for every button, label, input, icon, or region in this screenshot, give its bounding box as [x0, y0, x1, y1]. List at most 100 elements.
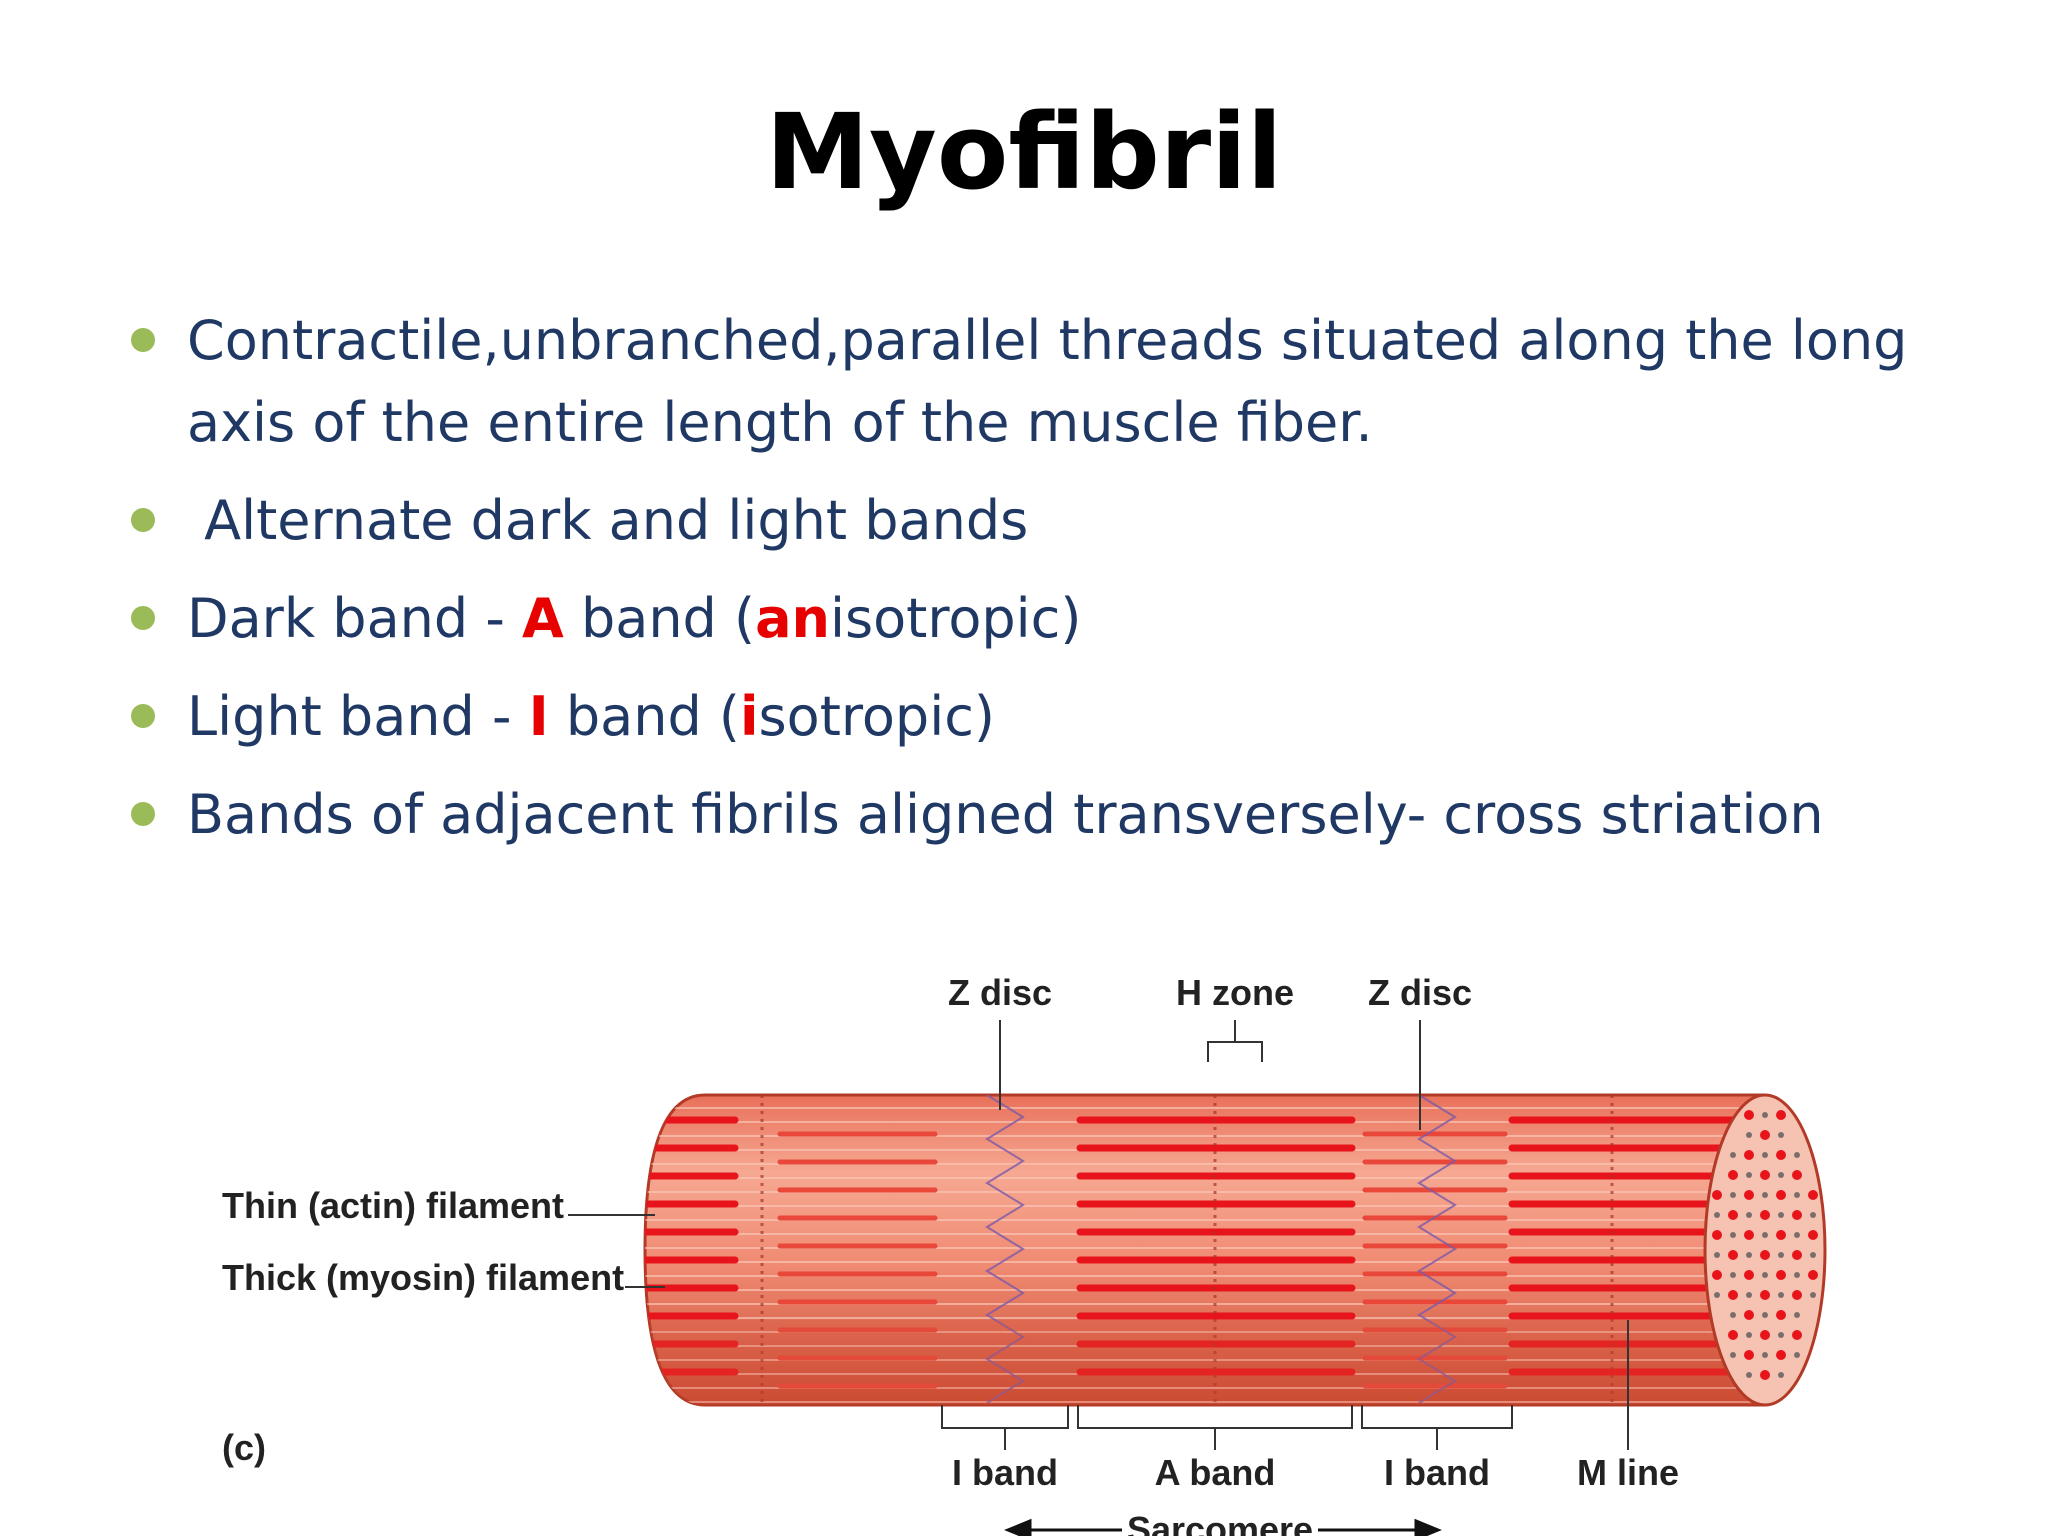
- bullet-text-suffix: isotropic): [829, 587, 1082, 650]
- thin-filament-dot: [1714, 1252, 1720, 1258]
- thick-filament-dot: [1760, 1330, 1770, 1340]
- bullet-text-middle: band (: [548, 685, 740, 748]
- bullet-text-prefix: Light band -: [187, 685, 529, 748]
- thick-filament-dot: [1760, 1290, 1770, 1300]
- bullet-dot-icon: [131, 508, 155, 532]
- thick-filament-dot: [1744, 1190, 1754, 1200]
- thick-filament-dot: [1744, 1350, 1754, 1360]
- filament-group: [645, 1095, 1765, 1405]
- thin-filament-dot: [1778, 1292, 1784, 1298]
- label-z-disc-left: Z disc: [948, 972, 1052, 1013]
- bullet-item: Alternate dark and light bands: [125, 480, 1925, 562]
- thick-filament-dot: [1776, 1310, 1786, 1320]
- thin-filament-dot: [1746, 1212, 1752, 1218]
- label-z-disc-right: Z disc: [1368, 972, 1472, 1013]
- label-panel: (c): [222, 1427, 266, 1468]
- highlight-letters: i: [740, 685, 759, 748]
- thick-filament-dot: [1776, 1350, 1786, 1360]
- bullet-list: Contractile,unbranched,parallel threads …: [125, 300, 1925, 872]
- bullet-item: Dark band - A band (anisotropic): [125, 578, 1925, 660]
- bullet-text-middle: band (: [563, 587, 756, 650]
- thin-filament-dot: [1810, 1212, 1816, 1218]
- shadow-band: [645, 1320, 1765, 1405]
- thick-filament-dot: [1776, 1270, 1786, 1280]
- thick-filament-dot: [1760, 1130, 1770, 1140]
- thick-filament-dot: [1744, 1270, 1754, 1280]
- thick-filament-dot: [1808, 1190, 1818, 1200]
- thin-filament-dot: [1778, 1372, 1784, 1378]
- bullet-dot-icon: [131, 704, 155, 728]
- highlight-letter: A: [522, 587, 564, 650]
- thick-filament-dot: [1744, 1110, 1754, 1120]
- label-thin-filament: Thin (actin) filament: [222, 1185, 564, 1226]
- bracket-a-band: [1077, 1405, 1353, 1450]
- thick-filament-dot: [1776, 1150, 1786, 1160]
- thick-filament-dot: [1760, 1370, 1770, 1380]
- bracket-i-band-left: [941, 1405, 1069, 1450]
- thick-filament-dot: [1744, 1310, 1754, 1320]
- thick-filament-dot: [1728, 1170, 1738, 1180]
- highlight-letter: I: [528, 685, 549, 748]
- thick-filament-dot: [1744, 1150, 1754, 1160]
- thin-filament-dot: [1730, 1232, 1736, 1238]
- thin-filament-dot: [1762, 1232, 1768, 1238]
- thin-filament-dot: [1794, 1272, 1800, 1278]
- thick-filament-dot: [1712, 1270, 1722, 1280]
- thin-filament-dot: [1730, 1272, 1736, 1278]
- thin-filament-dot: [1730, 1312, 1736, 1318]
- bullet-dot-icon: [131, 606, 155, 630]
- myofibril-diagram: Z disc H zone Z disc Thin (actin) filame…: [222, 972, 1827, 1536]
- thin-filament-dot: [1762, 1352, 1768, 1358]
- bullet-text-suffix: sotropic): [758, 685, 995, 748]
- z-disc-zigzag: [985, 1095, 1025, 1404]
- thick-filament-dot: [1760, 1210, 1770, 1220]
- bullet-item: Light band - I band (isotropic): [125, 676, 1925, 758]
- thin-filament-dot: [1730, 1352, 1736, 1358]
- bullet-text-prefix: Dark band -: [187, 587, 522, 650]
- thick-filament-dot: [1712, 1230, 1722, 1240]
- thin-filament-dot: [1778, 1132, 1784, 1138]
- thin-filament-dot: [1746, 1252, 1752, 1258]
- bullet-dot-icon: [131, 802, 155, 826]
- label-m-line: M line: [1577, 1452, 1679, 1493]
- cross-section-dots: [1712, 1110, 1818, 1380]
- thin-filament-dot: [1762, 1192, 1768, 1198]
- thin-filament-dot: [1794, 1352, 1800, 1358]
- thin-filament-dot: [1714, 1292, 1720, 1298]
- thin-filament-dot: [1778, 1212, 1784, 1218]
- bracket-h-zone: [1207, 1020, 1263, 1062]
- thin-filament-dot: [1794, 1192, 1800, 1198]
- label-i-band-right: I band: [1384, 1452, 1490, 1493]
- thick-filament-dot: [1808, 1270, 1818, 1280]
- thin-filament-dot: [1746, 1292, 1752, 1298]
- thin-filament-dot: [1714, 1212, 1720, 1218]
- thick-filament-dot: [1728, 1290, 1738, 1300]
- thin-filament-dot: [1778, 1172, 1784, 1178]
- thin-filament-dot: [1762, 1152, 1768, 1158]
- thin-filament-dot: [1762, 1112, 1768, 1118]
- thick-filament-dot: [1776, 1110, 1786, 1120]
- thin-filament-dot: [1730, 1152, 1736, 1158]
- thin-filament-dot: [1810, 1292, 1816, 1298]
- bullet-text: Bands of adjacent fibrils aligned transv…: [187, 783, 1824, 846]
- thin-filament-dot: [1810, 1252, 1816, 1258]
- thick-filament-dot: [1744, 1230, 1754, 1240]
- thin-filament-dot: [1778, 1332, 1784, 1338]
- thick-filament-dot: [1792, 1290, 1802, 1300]
- thin-filament-dot: [1778, 1252, 1784, 1258]
- slide-title: Myofibril: [765, 91, 1283, 213]
- bullet-item: Bands of adjacent fibrils aligned transv…: [125, 774, 1925, 856]
- thin-filament-dot: [1746, 1172, 1752, 1178]
- thin-filament-dot: [1762, 1312, 1768, 1318]
- z-disc-zigzag: [1417, 1095, 1457, 1404]
- thick-filament-dot: [1792, 1250, 1802, 1260]
- label-thick-filament: Thick (myosin) filament: [222, 1257, 624, 1298]
- label-i-band-left: I band: [952, 1452, 1058, 1493]
- bullet-dot-icon: [131, 328, 155, 352]
- thick-filament-dot: [1728, 1250, 1738, 1260]
- thin-filament-dot: [1794, 1232, 1800, 1238]
- thick-filament-dot: [1728, 1330, 1738, 1340]
- thick-filament-dot: [1808, 1230, 1818, 1240]
- thin-filament-dot: [1730, 1192, 1736, 1198]
- label-sarcomere: Sarcomere: [1127, 1509, 1313, 1536]
